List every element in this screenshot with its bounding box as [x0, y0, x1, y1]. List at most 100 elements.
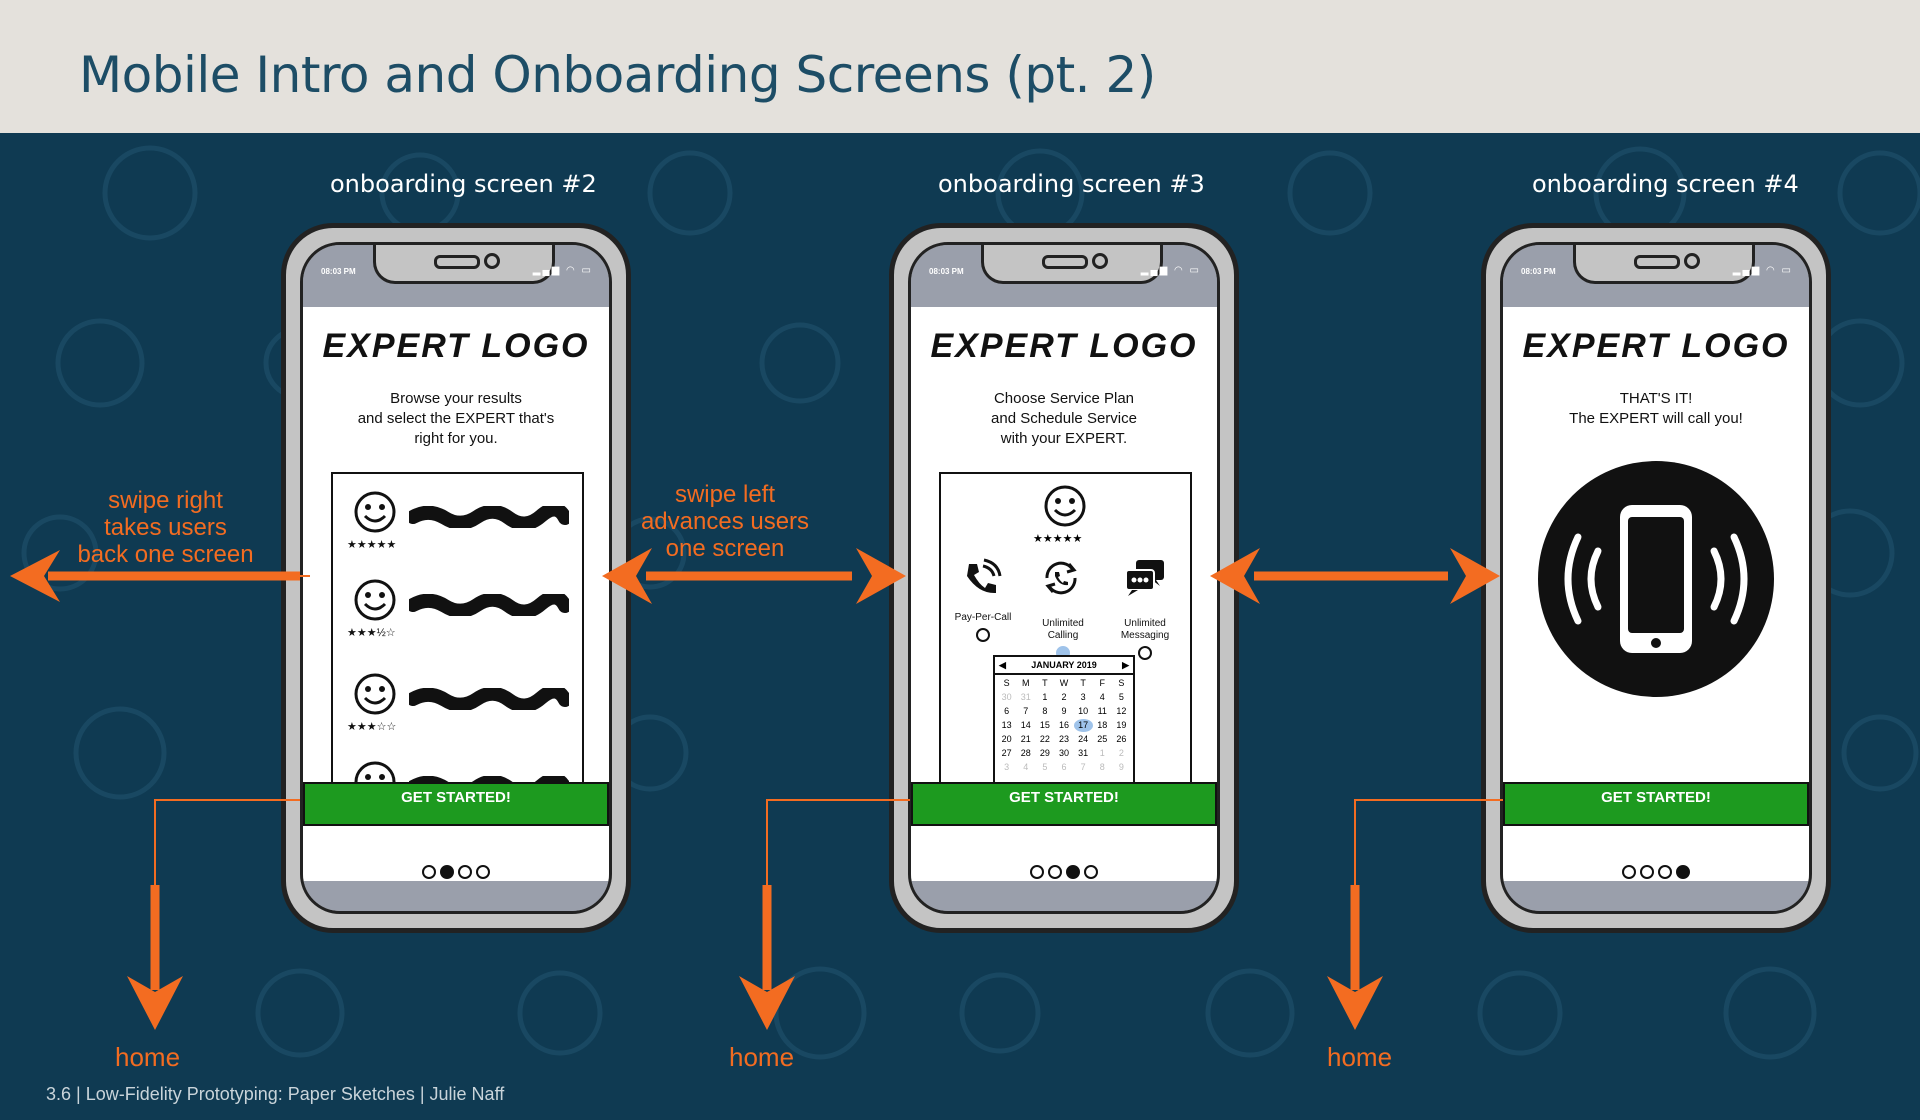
page-dot-3[interactable] [458, 865, 472, 879]
calendar-day[interactable]: 18 [1097, 720, 1108, 730]
chevron-left-icon[interactable]: ‹ [308, 558, 318, 591]
phone-call-icon [967, 558, 1002, 594]
calendar-day[interactable]: 13 [1001, 720, 1012, 730]
swipe-right-annotation: swipe right takes users back one screen [77, 487, 254, 568]
calendar-day[interactable]: 29 [1039, 748, 1050, 758]
page-dot-4[interactable] [1676, 865, 1690, 879]
calendar-day[interactable]: 3 [1080, 692, 1086, 702]
calendar-day[interactable]: 11 [1097, 706, 1107, 716]
home-indicator-bar [1503, 881, 1809, 911]
status-time: 08:03 PM [1521, 267, 1556, 276]
calendar-day[interactable]: 7 [1023, 706, 1029, 716]
calendar-day[interactable]: 24 [1078, 734, 1089, 744]
calendar-day[interactable]: 30 [1058, 748, 1069, 758]
list-item[interactable]: ★★★☆☆ [341, 672, 571, 733]
page-dot-1[interactable] [422, 865, 436, 879]
list-item[interactable]: ★★★½☆ [341, 578, 571, 639]
calendar-day[interactable]: 1 [1099, 748, 1105, 758]
weekday-label: T [1080, 678, 1086, 688]
calendar-day[interactable]: 8 [1042, 706, 1048, 716]
calendar-day[interactable]: 6 [1061, 762, 1067, 772]
calendar-day[interactable]: 25 [1097, 734, 1108, 744]
page-dot-2[interactable] [440, 865, 454, 879]
page-dot-2[interactable] [1640, 865, 1654, 879]
plan-option-pay-per-call[interactable]: Pay-Per-Call [945, 612, 1021, 642]
calendar-day[interactable]: 4 [1099, 692, 1105, 702]
next-month-icon[interactable]: ▶ [1122, 659, 1129, 670]
screen-content: EXPERT LOGO Browse your results and sele… [303, 307, 609, 881]
screen-heading-3: onboarding screen #3 [938, 170, 1205, 198]
chevron-left-icon[interactable]: ‹ [916, 558, 926, 591]
page-title: Mobile Intro and Onboarding Screens (pt.… [79, 46, 1156, 104]
page-dot-1[interactable] [1622, 865, 1636, 879]
calendar-day[interactable]: 2 [1061, 692, 1067, 702]
calendar-day[interactable]: 28 [1020, 748, 1031, 758]
calendar-day[interactable]: 26 [1116, 734, 1127, 744]
calendar-day[interactable]: 19 [1116, 720, 1127, 730]
calendar-day[interactable]: 1 [1042, 692, 1048, 702]
get-started-button[interactable]: GET STARTED! [303, 782, 609, 826]
page-dot-3[interactable] [1658, 865, 1672, 879]
calendar-day[interactable]: 15 [1039, 720, 1050, 730]
calendar-day[interactable]: 23 [1058, 734, 1069, 744]
chevron-right-icon[interactable]: › [584, 558, 594, 591]
calendar-day[interactable]: 9 [1118, 762, 1124, 772]
calendar-day[interactable]: 21 [1020, 734, 1031, 744]
weekday-label: S [1003, 678, 1010, 688]
notch [1573, 245, 1755, 284]
page-indicator[interactable] [303, 865, 609, 884]
list-item[interactable]: ★★★★★ [341, 490, 571, 551]
calendar-day[interactable]: 12 [1116, 706, 1127, 716]
calendar-day[interactable]: 20 [1001, 734, 1012, 744]
page-dot-1[interactable] [1030, 865, 1044, 879]
home-indicator-bar [303, 881, 609, 911]
page-dot-3[interactable] [1066, 865, 1080, 879]
page-dot-4[interactable] [1084, 865, 1098, 879]
calendar-day[interactable]: 16 [1058, 720, 1069, 730]
calendar-day[interactable]: 5 [1042, 762, 1048, 772]
swipe-left-annotation: swipe left advances users one screen [640, 481, 810, 562]
get-started-button[interactable]: GET STARTED! [1503, 782, 1809, 826]
calendar-day[interactable]: 7 [1080, 762, 1086, 772]
expert-results-list[interactable]: ★★★★★ ★★★½☆ ★★★☆☆ [331, 472, 584, 806]
chevron-left-icon[interactable]: ‹ [1508, 558, 1518, 591]
prev-month-icon[interactable]: ◀ [999, 659, 1006, 670]
phone-screen: 08:03 PM ▂▄▆ ◠ ▭ EXPERT LOGO THAT'S IT! … [1500, 242, 1812, 914]
weekday-label: F [1099, 678, 1106, 688]
calendar-day[interactable]: 27 [1001, 748, 1012, 758]
expert-logo: EXPERT LOGO [1522, 327, 1790, 365]
signal-wifi-battery-icon: ▂▄▆ ◠ ▭ [1140, 265, 1201, 276]
chevron-right-icon[interactable]: › [1192, 558, 1202, 591]
page-indicator[interactable] [911, 865, 1217, 884]
plan-option-unlimited-messaging[interactable]: Unlimited Messaging [1105, 606, 1185, 672]
radio-pay-per-call[interactable] [976, 628, 990, 642]
calendar-day[interactable]: 22 [1039, 734, 1050, 744]
calendar-day[interactable]: 2 [1118, 748, 1124, 758]
expert-logo: EXPERT LOGO [930, 327, 1198, 365]
calendar-day[interactable]: 4 [1023, 762, 1029, 772]
calendar-day[interactable]: 8 [1099, 762, 1105, 772]
page-dot-2[interactable] [1048, 865, 1062, 879]
smiley-icon [354, 579, 396, 621]
page-indicator[interactable] [1503, 865, 1809, 884]
calendar-day[interactable]: 14 [1020, 720, 1031, 730]
page-dot-4[interactable] [476, 865, 490, 879]
get-started-button[interactable]: GET STARTED! [911, 782, 1217, 826]
radio-unlimited-messaging[interactable] [1138, 646, 1152, 660]
calendar-day[interactable]: 9 [1061, 706, 1067, 716]
signal-wifi-battery-icon: ▂▄▆ ◠ ▭ [1732, 265, 1793, 276]
calendar-day[interactable]: 10 [1078, 706, 1089, 716]
status-time: 08:03 PM [929, 267, 964, 276]
calendar-day[interactable]: 3 [1004, 762, 1010, 772]
calendar-day[interactable]: 31 [1020, 692, 1031, 702]
expert-star-rating: ★★★★★ [1033, 533, 1083, 545]
calendar-day[interactable]: 17 [1073, 719, 1093, 732]
calendar-day[interactable]: 5 [1118, 692, 1124, 702]
phone-screen: 08:03 PM ▂▄▆ ◠ ▭ EXPERT LOGO Choose Serv… [908, 242, 1220, 914]
calendar-day[interactable]: 30 [1001, 692, 1012, 702]
calendar-day[interactable]: 6 [1004, 706, 1010, 716]
smiley-icon [1044, 485, 1086, 527]
calendar-day[interactable]: 31 [1078, 748, 1089, 758]
